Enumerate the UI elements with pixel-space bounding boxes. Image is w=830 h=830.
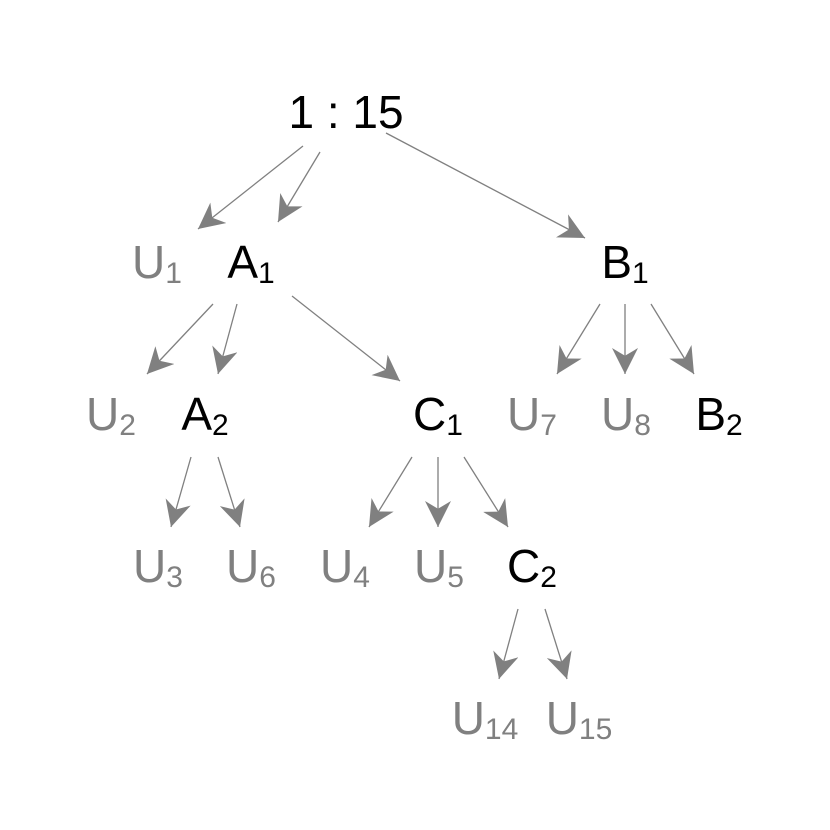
edge-root-u1 — [197, 145, 304, 230]
node-c2: C2 — [507, 540, 557, 594]
edge-c2-u14 — [493, 608, 519, 680]
edge-a1-u2 — [146, 303, 214, 375]
node-b2: B2 — [695, 388, 742, 442]
node-u4-main: U — [320, 540, 353, 592]
node-u2-sub: 2 — [119, 409, 136, 442]
edge-a1-a2 — [212, 303, 238, 375]
node-u7-sub: 7 — [540, 409, 557, 442]
node-b1-main: B — [601, 236, 632, 288]
edge-a2-u3 — [165, 456, 192, 528]
node-u3-main: U — [133, 540, 166, 592]
node-u15: U15 — [546, 692, 613, 746]
node-a1-main: A — [227, 236, 258, 288]
node-c1: C1 — [413, 388, 463, 442]
node-u14-sub: 14 — [485, 713, 518, 746]
node-a1: A1 — [227, 236, 274, 290]
edge-b1-b2 — [650, 303, 695, 375]
node-u6-main: U — [226, 540, 259, 592]
node-a2: A2 — [181, 388, 228, 442]
node-u2: U2 — [86, 388, 136, 442]
edge-a2-u6 — [217, 456, 245, 528]
node-u5-main: U — [414, 540, 447, 592]
edge-a1-c1 — [291, 295, 401, 382]
node-u5: U5 — [414, 540, 464, 594]
node-u15-sub: 15 — [579, 713, 612, 746]
node-b2-sub: 2 — [726, 409, 743, 442]
node-u8-sub: 8 — [634, 409, 651, 442]
node-u8-main: U — [601, 388, 634, 440]
edge-root-b1 — [385, 132, 586, 239]
node-u1-sub: 1 — [165, 257, 182, 290]
edge-c1-c2 — [463, 456, 509, 528]
node-u1: U1 — [132, 236, 182, 290]
node-c1-sub: 1 — [446, 409, 463, 442]
node-u8: U8 — [601, 388, 651, 442]
node-labels: 1 : 15 U1 A1 B1 U2 A2 C1 U7 U8 B2 U3 U6 … — [86, 86, 743, 746]
edges — [146, 132, 695, 680]
node-u4: U4 — [320, 540, 370, 594]
node-u2-main: U — [86, 388, 119, 440]
node-u14-main: U — [452, 692, 485, 744]
node-u7: U7 — [507, 388, 557, 442]
node-a2-sub: 2 — [212, 409, 229, 442]
node-u1-main: U — [132, 236, 165, 288]
edge-c1-u4 — [368, 456, 413, 528]
node-b1-sub: 1 — [632, 257, 649, 290]
node-u6: U6 — [226, 540, 276, 594]
node-a2-main: A — [181, 388, 212, 440]
node-root-text: 1 : 15 — [288, 86, 403, 138]
node-a1-sub: 1 — [258, 257, 275, 290]
node-c2-sub: 2 — [540, 561, 557, 594]
node-b2-main: B — [695, 388, 726, 440]
node-u6-sub: 6 — [259, 561, 276, 594]
node-u15-main: U — [546, 692, 579, 744]
node-u14: U14 — [452, 692, 519, 746]
edge-c2-u15 — [544, 608, 572, 680]
node-u3: U3 — [133, 540, 183, 594]
node-u7-main: U — [507, 388, 540, 440]
node-root: 1 : 15 — [288, 86, 403, 138]
node-u4-sub: 4 — [353, 561, 370, 594]
edge-b1-u7 — [556, 303, 601, 375]
edge-root-a1 — [277, 151, 321, 223]
node-u3-sub: 3 — [166, 561, 183, 594]
node-u5-sub: 5 — [447, 561, 464, 594]
node-c2-main: C — [507, 540, 540, 592]
node-b1: B1 — [601, 236, 648, 290]
node-c1-main: C — [413, 388, 446, 440]
